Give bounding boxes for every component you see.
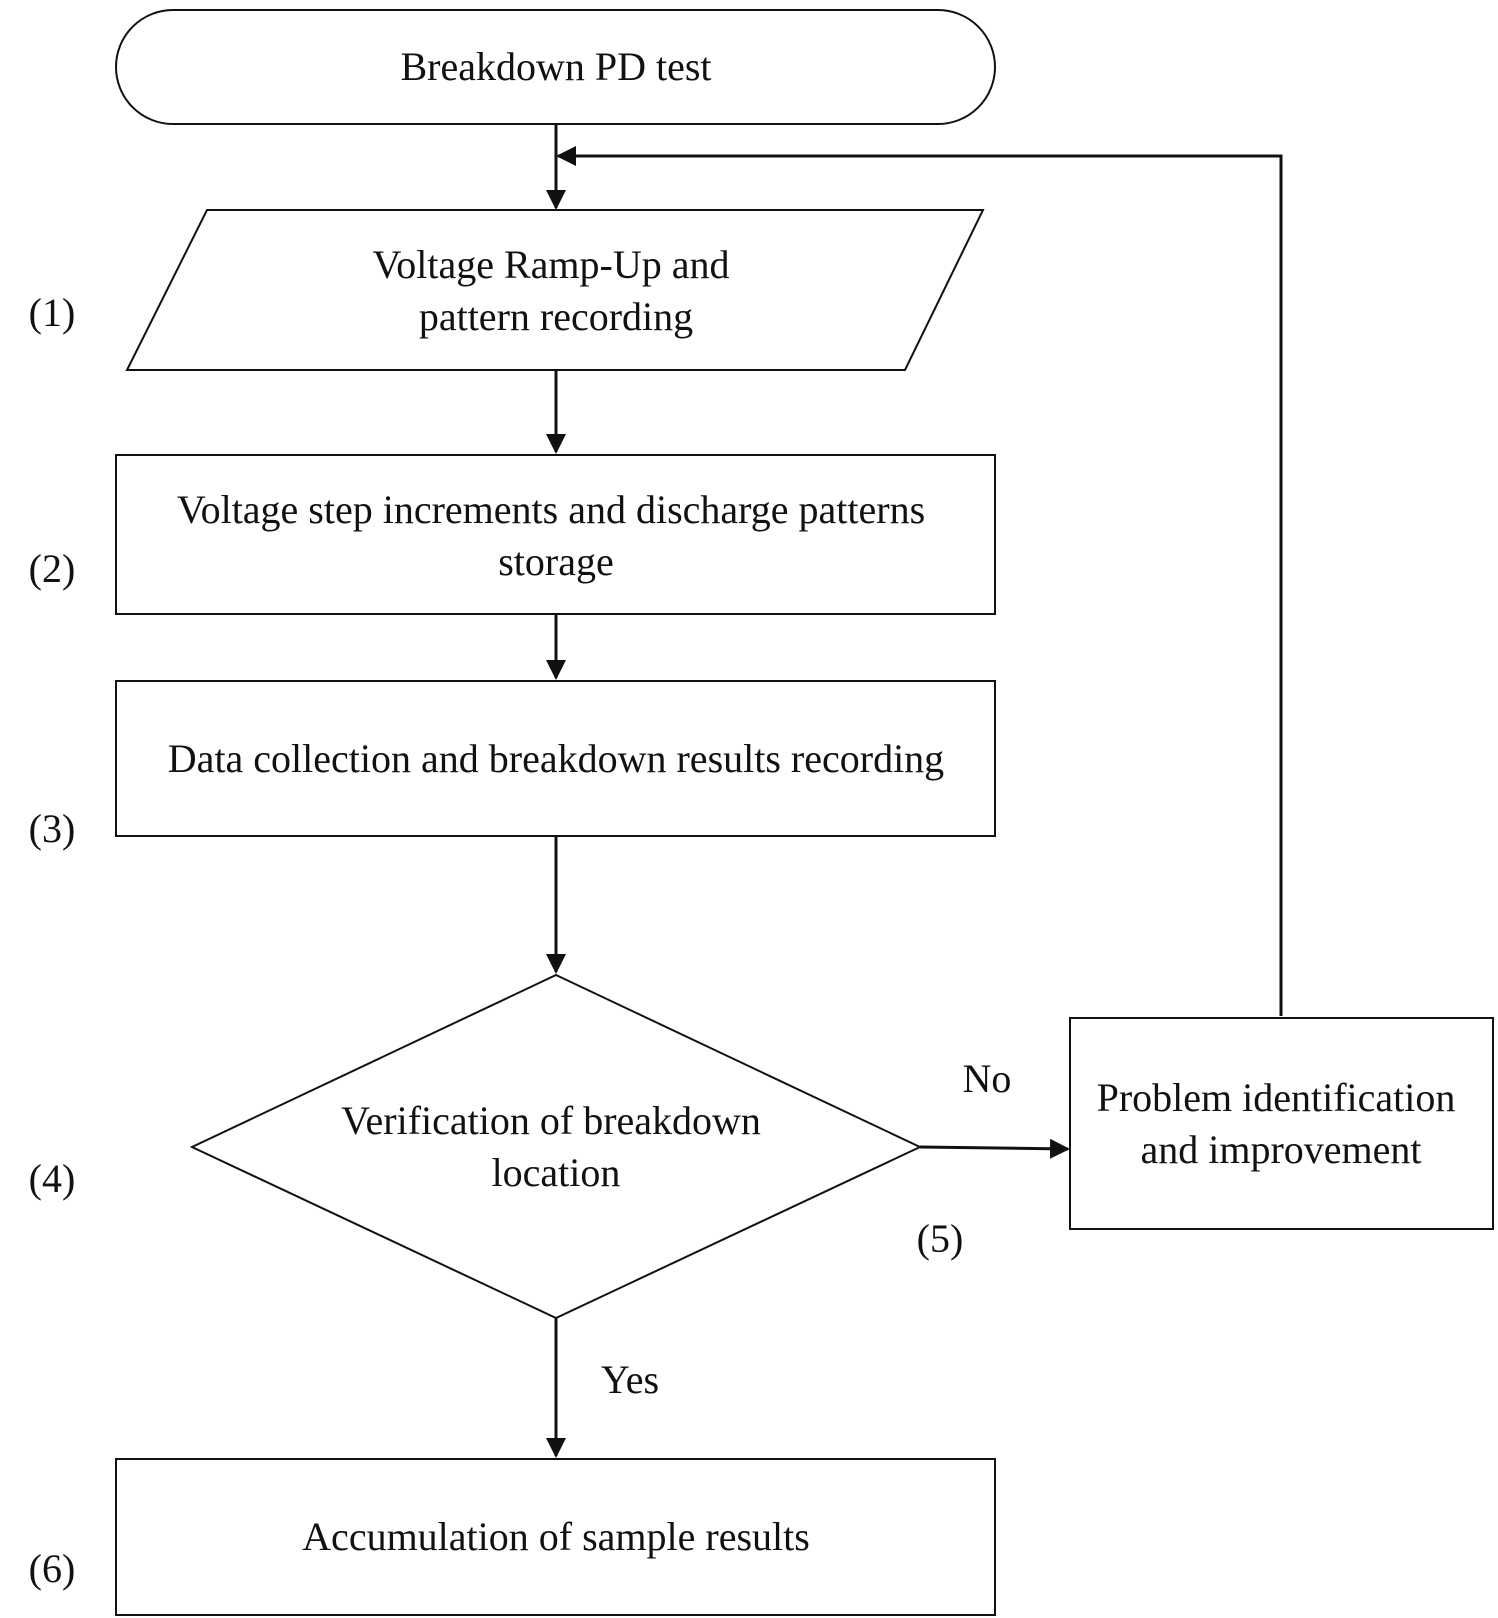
step6-box xyxy=(115,1458,996,1616)
arrow-problem-loop-back xyxy=(556,146,1283,1016)
step-number-5: (5) xyxy=(917,1216,964,1261)
problem-label-line2: and improvement xyxy=(1140,1127,1421,1172)
step1-label-line2: pattern recording xyxy=(419,294,693,339)
step-number-6: (6) xyxy=(29,1546,76,1591)
step-number-1: (1) xyxy=(29,290,76,335)
step6-label: Accumulation of sample results xyxy=(302,1514,810,1559)
step2-box xyxy=(115,454,996,615)
arrow-decision-to-problem xyxy=(919,1138,1070,1159)
yes-label: Yes xyxy=(601,1357,659,1402)
step-number-3: (3) xyxy=(29,806,76,851)
step3-box xyxy=(115,680,996,837)
decision-label-line2: location xyxy=(492,1150,621,1195)
step3-label: Data collection and breakdown results re… xyxy=(168,736,944,781)
step1-label-line1: Voltage Ramp-Up and xyxy=(373,242,730,287)
no-label: No xyxy=(963,1056,1012,1101)
decision-label-line1: Verification of breakdown xyxy=(341,1098,761,1143)
problem-box xyxy=(1069,1017,1494,1230)
step2-label-line2: storage xyxy=(498,539,614,584)
step1-label: Voltage Ramp-Up and pattern recording xyxy=(373,242,740,339)
problem-label: Problem identification and improvement xyxy=(1097,1075,1466,1172)
step-number-2: (2) xyxy=(29,546,76,591)
step-number-4: (4) xyxy=(29,1156,76,1201)
start-terminator xyxy=(115,9,996,125)
step2-label: Voltage step increments and discharge pa… xyxy=(177,487,935,584)
step2-label-line1: Voltage step increments and discharge pa… xyxy=(177,487,925,532)
start-label: Breakdown PD test xyxy=(400,44,711,89)
decision-diamond xyxy=(189,973,923,1320)
problem-label-line1: Problem identification xyxy=(1097,1075,1456,1120)
step1-parallelogram xyxy=(125,209,985,371)
decision-label: Verification of breakdown location xyxy=(341,1098,771,1195)
